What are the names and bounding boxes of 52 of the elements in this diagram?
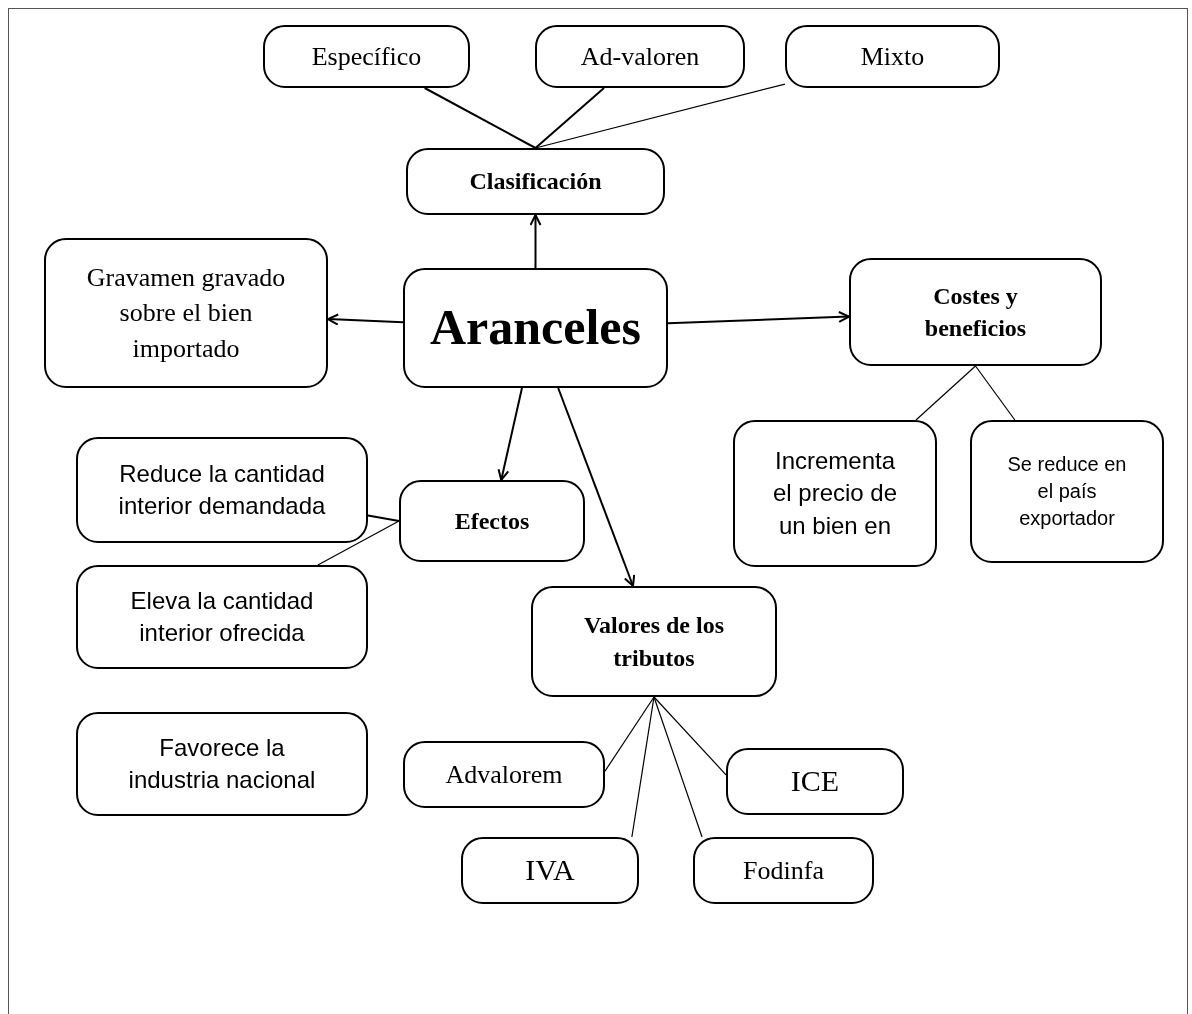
connector-line bbox=[534, 87, 605, 149]
tax-box bbox=[461, 837, 639, 904]
node-text: IVA bbox=[525, 852, 575, 889]
central-topic-box bbox=[403, 268, 668, 388]
topic-box bbox=[399, 480, 585, 562]
node-text: Se reduce en el país exportador bbox=[1006, 452, 1128, 531]
node-text: Valores de los tributos bbox=[583, 611, 725, 673]
detail-box bbox=[970, 420, 1164, 563]
topic-box bbox=[849, 258, 1102, 366]
node-text: Eleva la cantidad interior ofrecida bbox=[129, 585, 315, 648]
connector-line bbox=[604, 696, 655, 772]
arrow bbox=[557, 387, 636, 587]
connector-line bbox=[631, 696, 655, 838]
detail-box bbox=[733, 420, 937, 567]
detail-box bbox=[76, 712, 368, 816]
node-text: Reduce la cantidad interior demandada bbox=[117, 458, 327, 521]
connector-line bbox=[653, 696, 703, 838]
category-box bbox=[263, 25, 470, 88]
connector-line bbox=[423, 87, 537, 149]
node-text: Advalorem bbox=[445, 758, 563, 791]
node-text: Incrementa el precio de un bien en bbox=[771, 445, 899, 541]
tax-box bbox=[726, 748, 904, 815]
definition-box bbox=[44, 238, 328, 388]
node-text: Ad-valoren bbox=[580, 40, 700, 73]
node-text: Favorece la industria nacional bbox=[127, 732, 317, 795]
category-box bbox=[785, 25, 1000, 88]
connector-line bbox=[915, 365, 977, 421]
node-text: Fodinfa bbox=[743, 854, 824, 887]
node-text: Aranceles bbox=[429, 298, 641, 358]
detail-box bbox=[76, 565, 368, 669]
node-text: ICE bbox=[790, 763, 840, 800]
connector-line bbox=[534, 83, 786, 149]
connector-line bbox=[653, 696, 727, 776]
connector-line bbox=[367, 514, 400, 522]
connector-line bbox=[974, 365, 1016, 421]
node-text: Efectos bbox=[454, 506, 530, 536]
topic-box bbox=[406, 148, 665, 215]
arrow bbox=[529, 214, 542, 269]
node-text: Mixto bbox=[860, 40, 925, 73]
tax-box bbox=[693, 837, 874, 904]
arrow bbox=[327, 313, 404, 326]
detail-box bbox=[76, 437, 368, 543]
node-text: Gravamen gravado sobre el bien importado bbox=[85, 262, 287, 365]
node-text: Específico bbox=[311, 40, 422, 73]
node-text: Clasificación bbox=[469, 167, 602, 197]
tax-box bbox=[403, 741, 605, 808]
connector-line bbox=[317, 520, 400, 566]
category-box bbox=[535, 25, 745, 88]
arrow bbox=[667, 310, 850, 325]
topic-box bbox=[531, 586, 777, 697]
node-text: Costes y beneficios bbox=[923, 281, 1028, 343]
arrow bbox=[497, 387, 523, 481]
